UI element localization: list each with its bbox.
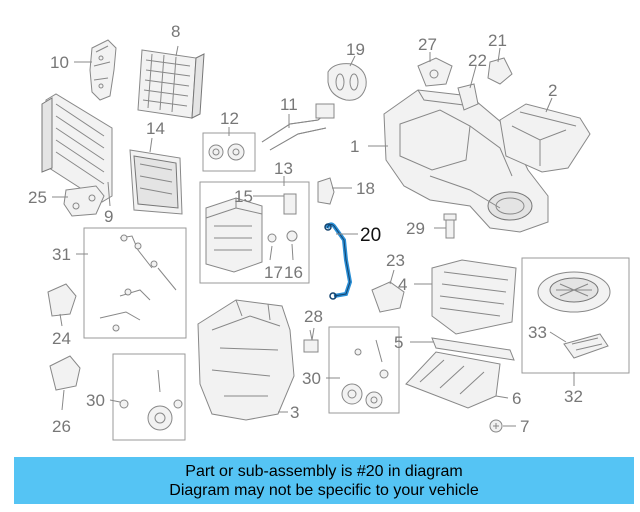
caption-line-2: Diagram may not be specific to your vehi… [169, 481, 479, 499]
part-28-fitting [303, 329, 319, 353]
part-31-links [99, 234, 177, 332]
callout-17: 17 [264, 263, 283, 282]
callout-labels: 10 8 9 25 14 12 11 19 13 15 18 17 16 20 … [28, 22, 583, 436]
part-17-16-grommets [267, 230, 298, 243]
part-20-drain-hose [324, 222, 353, 300]
part-18-clip [317, 177, 335, 205]
part-31-box [83, 227, 187, 339]
part-11-ac-lines [261, 103, 335, 151]
callout-1: 1 [350, 137, 359, 156]
caption-line-1: Part or sub-assembly is #20 in diagram [185, 462, 463, 480]
part-22-actuator [457, 83, 479, 111]
part-14-filter [129, 149, 183, 215]
part-13-blower-resistor [205, 197, 263, 273]
part-25-sensor [63, 185, 105, 217]
callout-21: 21 [488, 31, 507, 50]
callout-29: 29 [406, 219, 425, 238]
callout-2: 2 [548, 81, 557, 100]
part-32-box [521, 257, 630, 374]
callout-10: 10 [50, 53, 69, 72]
callout-15: 15 [234, 187, 253, 206]
part-5-seal [431, 337, 515, 361]
callout-9: 9 [104, 207, 113, 226]
part-7-screw [489, 419, 503, 433]
callout-3: 3 [290, 403, 299, 422]
callout-28: 28 [304, 307, 323, 326]
part-30-gears-right [341, 339, 389, 409]
part-8-heater-core [137, 49, 205, 119]
leader-lines [52, 45, 575, 427]
part-23-module [371, 281, 405, 313]
part-21-actuator [487, 57, 513, 85]
part-24-actuator [47, 283, 77, 317]
callout-30-right: 30 [302, 369, 321, 388]
part-32-blower-motor [537, 271, 611, 313]
part-4-filter [431, 259, 517, 335]
part-19-seal [327, 63, 367, 101]
part-3-lower-case [197, 299, 295, 421]
callout-7: 7 [520, 417, 529, 436]
part-13-box [199, 181, 310, 284]
parts-diagram: 10 8 9 25 14 12 11 19 13 15 18 17 16 20 … [28, 22, 630, 441]
callout-26: 26 [52, 417, 71, 436]
part-30-box-left [112, 353, 186, 441]
part-10-bracket [89, 39, 117, 101]
callout-27: 27 [418, 35, 437, 54]
callout-8: 8 [171, 22, 180, 41]
part-33-resistor [563, 333, 609, 359]
callout-25: 25 [28, 188, 47, 207]
callout-11: 11 [280, 95, 298, 114]
callout-6: 6 [512, 389, 521, 408]
part-15-clip [283, 193, 297, 215]
callout-31: 31 [52, 245, 71, 264]
callout-20: 20 [360, 225, 381, 246]
callout-13: 13 [274, 159, 293, 178]
part-12-grommets [208, 143, 245, 161]
callout-23: 23 [386, 251, 405, 270]
callout-4: 4 [398, 275, 407, 294]
callout-22: 22 [468, 51, 487, 70]
part-2-blower-case [499, 103, 591, 173]
part-26-actuator [49, 355, 81, 391]
callout-18: 18 [356, 179, 375, 198]
part-6-tray [405, 351, 501, 409]
callout-24: 24 [52, 329, 71, 348]
part-9-evaporator [41, 93, 113, 203]
callout-14: 14 [146, 119, 165, 138]
part-27-actuator [417, 57, 453, 87]
callout-30-left: 30 [86, 391, 105, 410]
part-29-sensor [443, 213, 457, 239]
caption-banner: Part or sub-assembly is #20 in diagram D… [14, 457, 634, 504]
part-30-gears-left [119, 369, 183, 431]
callout-16: 16 [284, 263, 303, 282]
callout-5: 5 [394, 333, 403, 352]
callout-32: 32 [564, 387, 583, 406]
part-30-box-right [328, 326, 400, 414]
callout-12: 12 [220, 109, 239, 128]
callout-19: 19 [346, 40, 365, 59]
callout-33: 33 [528, 323, 547, 342]
